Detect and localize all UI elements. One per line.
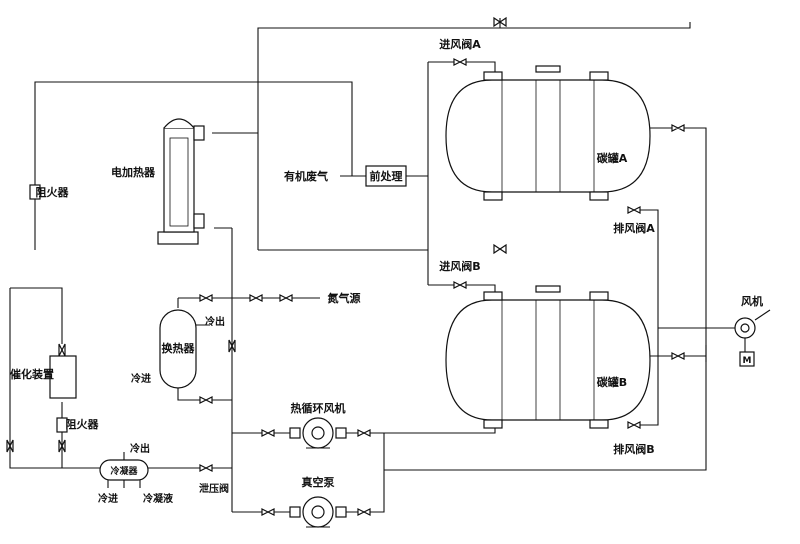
exhaust-valve-b-label: 排风阀B [613, 442, 654, 456]
condenser [99, 452, 149, 488]
exhaust-fan [734, 309, 771, 367]
inlet-valve-b-label: 进风阀B [439, 259, 480, 273]
condensate-label: 冷凝液 [143, 492, 173, 505]
tank-b-label: 碳罐B [597, 375, 627, 389]
pretreat-label: 前处理 [370, 169, 403, 183]
motor-label: M [743, 356, 752, 366]
relief-valve-label: 泄压阀 [199, 482, 229, 495]
cold-out-2-label: 冷出 [130, 442, 150, 455]
nitrogen-label: 氮气源 [328, 291, 361, 305]
heat-exchanger [159, 309, 197, 389]
cold-out-1-label: 冷出 [205, 315, 225, 328]
flame-arrester-2-label: 阻火器 [66, 417, 100, 431]
hot-fan-label: 热循环风机 [291, 401, 346, 415]
cold-in-1-label: 冷进 [131, 372, 151, 385]
condenser-label: 冷凝器 [110, 465, 138, 477]
fan-label: 风机 [741, 294, 763, 308]
catalytic-device-label: 催化装置 [10, 367, 54, 381]
electric-heater-label: 电加热器 [111, 165, 156, 179]
valves [6, 16, 685, 516]
flame-arrester-1-label: 阻火器 [36, 185, 70, 199]
vacuum-pump [289, 496, 347, 528]
electric-heater [157, 118, 205, 245]
carbon-tank-b [445, 285, 651, 429]
vacuum-pump-label: 真空泵 [302, 475, 335, 489]
exhaust-valve-a-label: 排风阀A [613, 221, 655, 235]
inlet-valve-a-label: 进风阀A [439, 37, 481, 51]
cold-in-2-label: 冷进 [98, 492, 118, 505]
carbon-tank-a [445, 65, 651, 201]
organic-gas-label: 有机废气 [284, 169, 328, 183]
tank-a-label: 碳罐A [597, 151, 628, 165]
hot-circulation-fan [289, 417, 347, 449]
heat-exchanger-label: 换热器 [162, 341, 196, 355]
catalytic-device [49, 355, 77, 399]
